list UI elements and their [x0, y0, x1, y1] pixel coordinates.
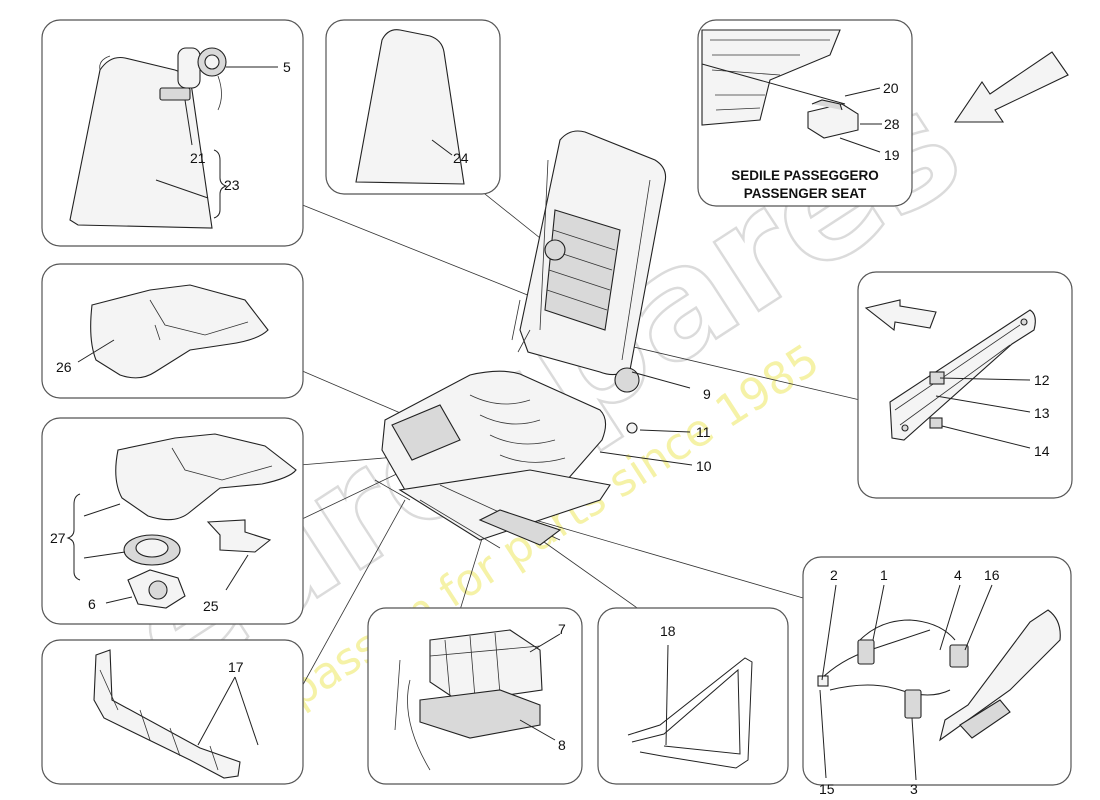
side-bracket-shape: [889, 309, 1036, 441]
callout-15: 15: [819, 781, 835, 797]
wire-frame-shape: [627, 657, 753, 769]
seat-side-trim: [939, 609, 1061, 742]
callout-18: 18: [660, 623, 676, 639]
passenger-control-unit: [807, 99, 859, 139]
ecu-module: [429, 629, 543, 703]
callout-4: 4: [954, 567, 962, 583]
callout-27: 27: [50, 530, 66, 546]
passenger-seat-frame: [701, 29, 841, 126]
seat-cushion-frame: [381, 370, 607, 506]
cushion-cover-shape: [90, 284, 269, 379]
callout-9: 9: [703, 386, 711, 402]
callout-20: 20: [883, 80, 899, 96]
callout-25: 25: [203, 598, 219, 614]
callout-5: 5: [283, 59, 291, 75]
callout-7: 7: [558, 621, 566, 637]
callout-10: 10: [696, 458, 712, 474]
clip-14: [929, 417, 943, 429]
orientation-arrow-icon: [953, 51, 1069, 123]
panel-cushion-cover: 26: [41, 263, 304, 399]
ecu-bracket: [394, 659, 541, 771]
wire-bracket-shape: [93, 649, 241, 779]
panel-wiring-harness: 1 2 4 16 3 15: [802, 556, 1072, 797]
callout-17: 17: [228, 659, 244, 675]
nut-11: [626, 422, 638, 434]
panel-cushion-speaker: 27 6 25: [41, 417, 304, 625]
panel-headrest-speaker: 5 21 23: [41, 19, 304, 247]
clip-25: [206, 519, 272, 553]
passenger-caption-en: PASSENGER SEAT: [744, 186, 867, 201]
callout-19: 19: [884, 147, 900, 163]
cushion-shape: [115, 433, 297, 521]
callout-14: 14: [1034, 443, 1050, 459]
callout-24: 24: [453, 150, 469, 166]
panel-back-panel: 24: [325, 19, 501, 195]
panel-wire-bracket: 17: [41, 639, 304, 785]
back-panel-shape: [355, 29, 465, 185]
speaker-bracket-6: [127, 569, 186, 609]
passenger-caption-it: SEDILE PASSEGGERO: [731, 168, 879, 183]
callout-2: 2: [830, 567, 838, 583]
callout-23: 23: [224, 177, 240, 193]
center-seat-assembly: [374, 130, 667, 549]
panel-wire-frame: 18: [597, 607, 789, 785]
panel-side-bracket: 12 13 14: [857, 271, 1073, 499]
headrest-speaker: [159, 47, 227, 111]
callout-13: 13: [1034, 405, 1050, 421]
panel-control-unit: 7 8: [367, 607, 583, 785]
panel-passenger-seat: 20 28 19 SEDILE PASSEGGERO PASSENGER SEA…: [697, 19, 913, 207]
callout-16: 16: [984, 567, 1000, 583]
callout-21: 21: [190, 150, 206, 166]
seat-speaker: [123, 534, 181, 566]
callout-12: 12: [1034, 372, 1050, 388]
callout-11: 11: [696, 424, 711, 440]
harness-cables: [817, 619, 969, 719]
callout-28: 28: [884, 116, 900, 132]
callout-1: 1: [880, 567, 888, 583]
callout-3: 3: [910, 781, 918, 797]
direction-arrow-icon: [864, 299, 937, 332]
callout-26: 26: [56, 359, 72, 375]
callout-8: 8: [558, 737, 566, 753]
seat-rails: [398, 469, 611, 541]
callout-6: 6: [88, 596, 96, 612]
